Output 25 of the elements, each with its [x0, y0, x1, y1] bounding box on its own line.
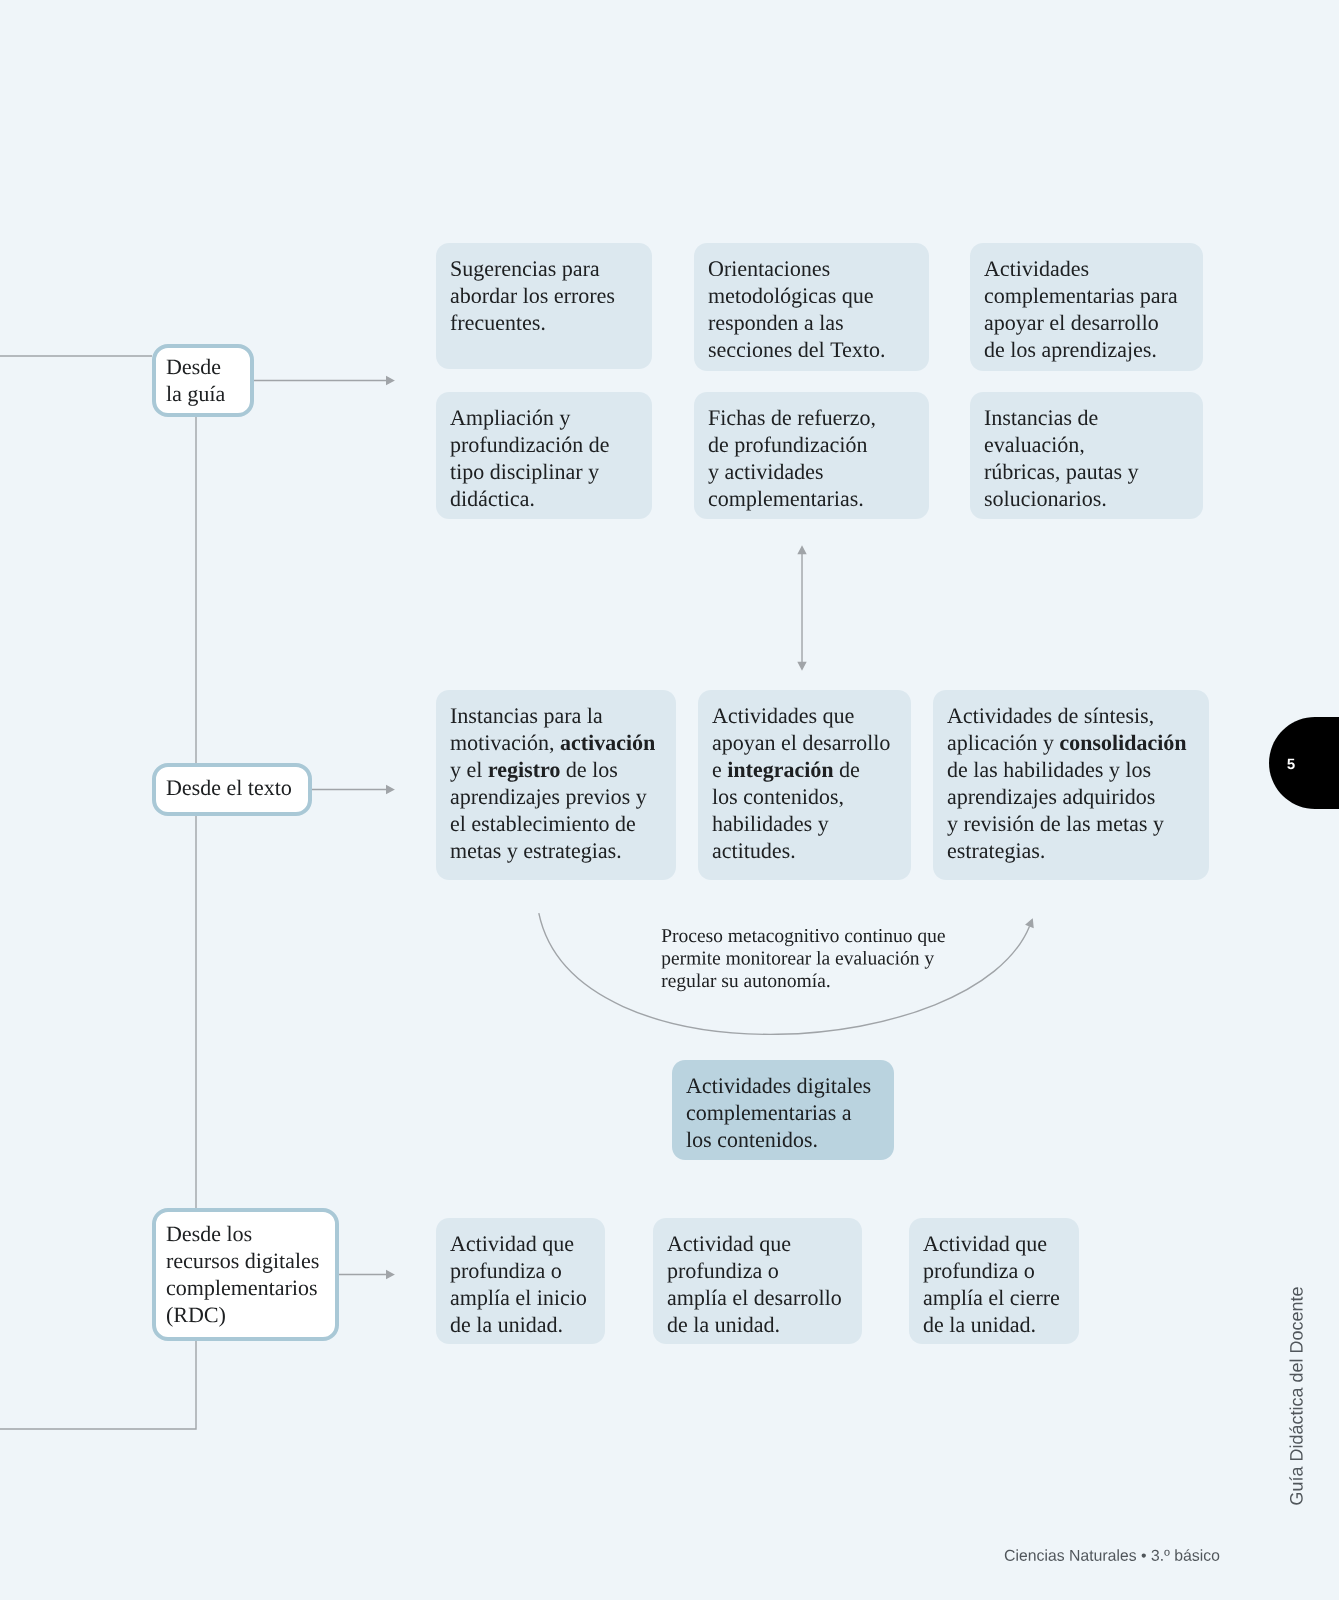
info-box: Ampliación y profundización de tipo disciplinar y didáctica. [436, 392, 652, 519]
connector-line [195, 416, 197, 764]
curved-arrow [538, 912, 1034, 1035]
page-number-tab: 5 [1269, 717, 1339, 809]
category-box: Desde los recursos digitales complementarios (RDC) [152, 1208, 339, 1341]
side-title: Guía Didáctica del Docente [1289, 1287, 1303, 1505]
footer-text: Ciencias Naturales • 3.º básico [1004, 1549, 1220, 1561]
info-box: Actividad que profundiza o amplía el cierre de la unidad. [909, 1218, 1079, 1344]
info-box: Fichas de refuerzo, de profundización y actividades complementarias. [694, 392, 929, 519]
info-box: Actividades digitales complementarias a los contenidos. [672, 1060, 894, 1160]
info-box: Actividad que profundiza o amplía el inicio de la unidad. [436, 1218, 605, 1344]
category-box: Desde la guía [152, 344, 254, 417]
connector-line [0, 355, 153, 357]
info-box: Orientaciones metodológicas que responden a las secciones del Texto. [694, 243, 929, 371]
info-box: Actividades complementarias para apoyar el desarrollo de los aprendizajes. [970, 243, 1203, 371]
info-box: Instancias para la motivación, activación y el registro de los aprendizajes previos y el establecimiento de metas y estrategias. [436, 690, 676, 880]
category-box: Desde el texto [152, 763, 312, 816]
info-box: Instancias de evaluación, rúbricas, pautas y solucionarios. [970, 392, 1203, 519]
info-box: Actividad que profundiza o amplía el desarrollo de la unidad. [653, 1218, 862, 1344]
info-box: Actividades que apoyan el desarrollo e integración de los contenidos, habilidades y actitudes. [698, 690, 911, 880]
connector-line [195, 815, 197, 1209]
info-box: Sugerencias para abordar los errores frecuentes. [436, 243, 652, 369]
info-box: Actividades de síntesis, aplicación y consolidación de las habilidades y los aprendizajes adquiridos y revisión de las metas y estrategias. [933, 690, 1209, 880]
connector-line [0, 1340, 197, 1430]
edge-label: Proceso metacognitivo continuo que permite monitorear la evaluación y regular su autonomía. [661, 926, 962, 992]
